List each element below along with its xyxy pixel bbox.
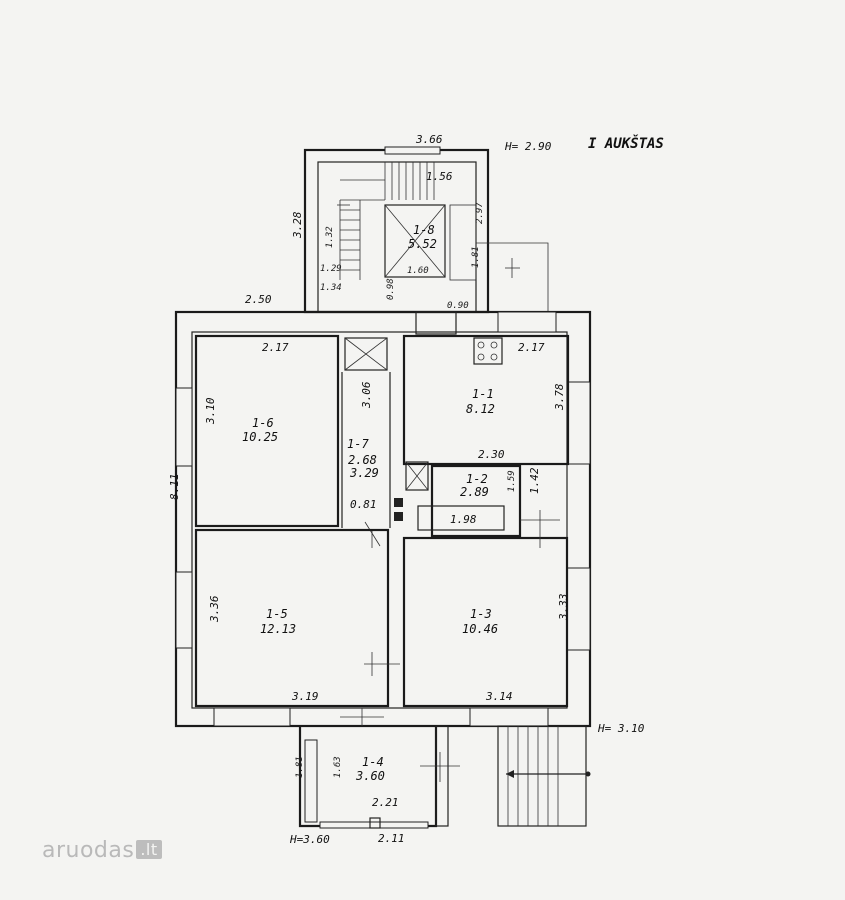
watermark-logo: aruodas.lt bbox=[42, 838, 162, 863]
dim-corridor-height: 3.06 bbox=[360, 381, 373, 409]
dim-room15-height: 3.36 bbox=[208, 595, 221, 623]
dim-corridor-length: 3.29 bbox=[349, 466, 379, 480]
room-1-5-area: 12.13 bbox=[260, 622, 296, 636]
dim-stair-misc-7: 1.81 bbox=[471, 246, 481, 268]
room-1-3-id: 1-3 bbox=[470, 607, 492, 621]
watermark-tld: .lt bbox=[136, 840, 162, 859]
room-1-1 bbox=[402, 311, 570, 466]
dim-stair-height: 3.28 bbox=[291, 211, 304, 239]
room-1-8-id: 1-8 bbox=[413, 223, 435, 237]
dim-room13-width: 3.14 bbox=[485, 690, 513, 703]
dim-room12-d1: 1.59 bbox=[507, 470, 517, 492]
dim-room12-width: 2.30 bbox=[478, 448, 505, 461]
room-1-7-area: 2.68 bbox=[348, 453, 377, 467]
room-1-6 bbox=[194, 334, 340, 528]
dim-stair-misc-2: 1.32 bbox=[325, 226, 335, 248]
dim-porch-height-inner: 1.63 bbox=[333, 756, 343, 778]
dim-stair-landing: 1.60 bbox=[407, 266, 429, 276]
floor-title: I AUKŠTAS bbox=[588, 135, 664, 152]
door-marks bbox=[340, 258, 560, 726]
dim-room16-height: 3.10 bbox=[204, 397, 217, 425]
room-1-7-id: 1-7 bbox=[347, 437, 369, 451]
dim-room12-d2: 1.42 bbox=[528, 467, 541, 494]
room-1-4-id: 1-4 bbox=[362, 755, 384, 769]
dim-porch-width-inner: 2.21 bbox=[372, 796, 399, 809]
room-1-1-id: 1-1 bbox=[472, 387, 494, 401]
dim-porch-width-outer: 2.11 bbox=[378, 832, 405, 845]
dim-room11-height: 3.78 bbox=[553, 383, 566, 411]
dim-total-height: 8.11 bbox=[168, 474, 181, 501]
dim-stair-width: 3.66 bbox=[415, 133, 443, 146]
dim-room12-bath: 1.98 bbox=[450, 513, 477, 526]
porch-1-4 bbox=[298, 725, 460, 829]
room-1-5 bbox=[194, 528, 390, 708]
room-1-2-id: 1-2 bbox=[466, 472, 488, 486]
dim-stair-misc-4: 1.34 bbox=[320, 283, 342, 293]
room-1-6-area: 10.25 bbox=[242, 430, 278, 444]
room-1-6-id: 1-6 bbox=[252, 416, 274, 430]
height-top: H= 2.90 bbox=[504, 140, 552, 153]
room-1-8-area: 5.52 bbox=[408, 237, 437, 251]
room-1-2-area: 2.89 bbox=[460, 485, 489, 499]
dim-stair-misc-5: 0.98 bbox=[386, 278, 396, 300]
dim-stair-inner: 1.56 bbox=[426, 170, 453, 183]
room-1-3 bbox=[402, 536, 569, 708]
room-1-1-area: 8.12 bbox=[466, 402, 495, 416]
windows bbox=[175, 311, 591, 727]
height-bottom: H=3.60 bbox=[289, 833, 330, 846]
exterior-stairs bbox=[497, 725, 591, 827]
dim-corridor-width: 0.81 bbox=[350, 498, 377, 511]
dim-porch-height-outer: 1.81 bbox=[295, 756, 305, 778]
dim-stair-misc-3: 1.29 bbox=[320, 264, 342, 274]
corridor-1-7 bbox=[341, 337, 391, 548]
height-right: H= 3.10 bbox=[597, 722, 645, 735]
dim-stair-misc-6: 0.90 bbox=[447, 301, 469, 311]
dim-stair-misc-1: 2.97 bbox=[475, 202, 485, 224]
house-walls bbox=[174, 310, 592, 728]
dim-room13-height: 3.33 bbox=[557, 594, 570, 622]
watermark-brand: aruodas bbox=[42, 838, 135, 863]
dim-top-left: 2.50 bbox=[245, 293, 272, 306]
room-1-3-area: 10.46 bbox=[462, 622, 498, 636]
dim-room16-width: 2.17 bbox=[262, 341, 289, 354]
dim-room15-width: 3.19 bbox=[291, 690, 319, 703]
dim-room11-width: 2.17 bbox=[518, 341, 545, 354]
room-1-4-area: 3.60 bbox=[355, 769, 385, 783]
room-1-5-id: 1-5 bbox=[266, 607, 288, 621]
room-1-2 bbox=[394, 461, 522, 538]
